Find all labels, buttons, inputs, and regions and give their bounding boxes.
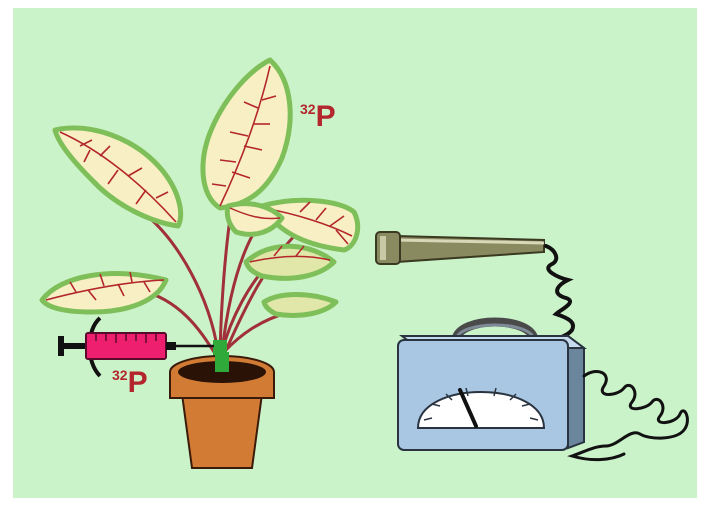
isotope-mass-number: 32 — [300, 101, 316, 117]
isotope-mass-number: 32 — [112, 367, 128, 383]
isotope-symbol: P — [316, 100, 336, 133]
leaf — [246, 246, 334, 278]
diagram-panel — [13, 8, 697, 498]
isotope-symbol: P — [128, 366, 148, 399]
geiger-counter-icon — [398, 322, 584, 450]
